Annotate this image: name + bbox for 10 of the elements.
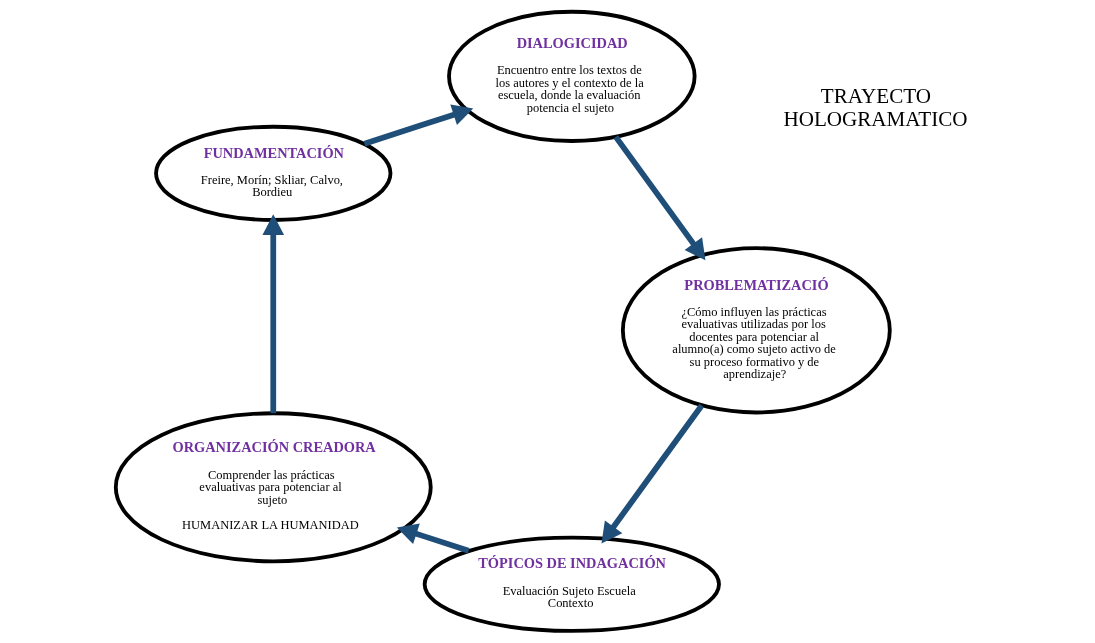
arrow bbox=[396, 523, 470, 554]
node-ellipse: TÓPICOS DE INDAGACIÓN Evaluación Sujeto Escuela Contexto bbox=[422, 535, 721, 633]
node-ellipse: ORGANIZACIÓN CREADORA Comprender las prácticas evaluativas para potenciar al sujeto HUMANIZAR LA HUMANIDAD bbox=[113, 411, 433, 564]
arrow bbox=[262, 214, 285, 414]
arrow bbox=[363, 104, 474, 147]
node-ellipse: PROBLEMATIZACIÓ ¿Cómo influyen las prácticas evaluativas utilizadas por los docentes para potenciar al alumno(a) como sujeto activo de su proceso formativo y de aprendizaje? bbox=[620, 246, 892, 415]
arrow bbox=[613, 135, 706, 261]
arrow bbox=[601, 403, 705, 544]
node-ellipse: FUNDAMENTACIÓN Freire, Morín; Skliar, Calvo, Bordieu bbox=[154, 124, 393, 222]
label: TRAYECTO HOLOGRAMATICO bbox=[783, 83, 968, 131]
